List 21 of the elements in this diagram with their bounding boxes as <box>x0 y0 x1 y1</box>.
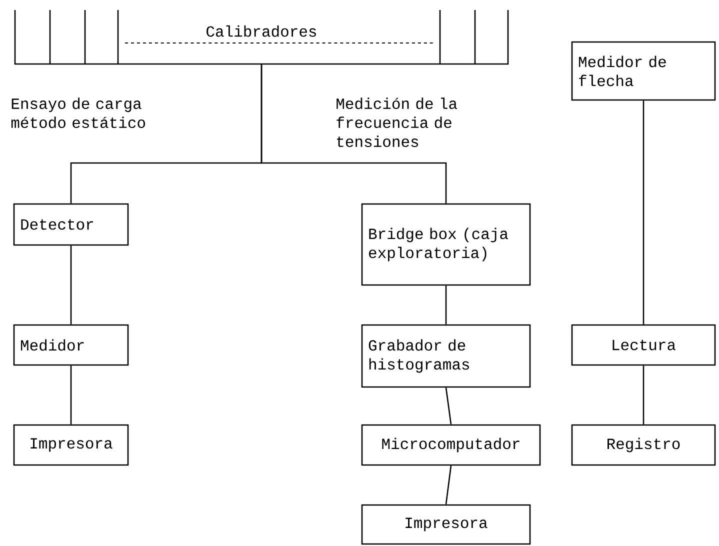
connector-line <box>445 388 452 424</box>
process-box: Detector <box>13 203 129 246</box>
connector-line <box>642 366 644 424</box>
process-box: Medidor <box>13 324 129 366</box>
connector-line <box>642 100 644 324</box>
connector-line <box>445 286 447 324</box>
connector-line <box>70 246 72 324</box>
edge-label: Ensayo de carga método estático <box>11 98 146 128</box>
calibrator-rack: Calibradores <box>14 10 509 65</box>
edge-label: Medición de la frecuencia de tensiones <box>336 98 458 148</box>
process-box: Lectura <box>571 324 716 366</box>
process-box: Microcomputador <box>361 424 541 466</box>
connector-line <box>260 64 447 204</box>
process-box: Impresora <box>361 504 531 545</box>
process-box: Bridge box (caja exploratoria) <box>361 203 531 286</box>
process-box: Registro <box>571 424 716 466</box>
process-box: Medidor de flecha <box>571 41 716 101</box>
connector-line <box>445 466 452 504</box>
process-box: Grabador de histogramas <box>361 324 531 388</box>
process-box: Impresora <box>13 424 129 466</box>
connector-line <box>70 366 72 424</box>
